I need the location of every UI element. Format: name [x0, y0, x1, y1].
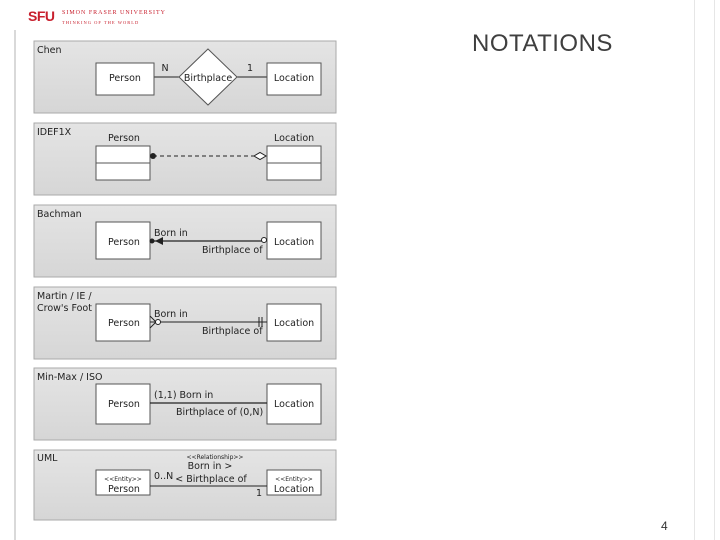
bachman-arrow	[155, 237, 163, 245]
uml-left-multiplicity: 0..N	[154, 471, 173, 482]
idef1x-person-label: Person	[108, 133, 140, 144]
panel-min-max-label: Min-Max / ISO	[37, 372, 102, 383]
page-number: 4	[661, 519, 668, 533]
slide-right-rule-outer	[714, 0, 715, 540]
min-max-person-box	[95, 383, 151, 425]
chen-person-label: Person	[109, 73, 141, 84]
panel-crows-foot-label-1: Martin / IE /	[37, 291, 92, 302]
crows-foot-person-label: Person	[108, 318, 140, 329]
panel-chen: Chen Person Birthplace Location N 1	[33, 40, 337, 114]
chen-person-box	[95, 62, 155, 96]
min-max-reverse-role: Birthplace of (0,N)	[176, 407, 263, 418]
panel-uml-label: UML	[37, 453, 58, 464]
bachman-forward-role: Born in	[154, 228, 188, 239]
bachman-reverse-role: Birthplace of	[202, 245, 263, 256]
chen-left-cardinality: N	[161, 63, 168, 74]
idef1x-diamond	[253, 151, 267, 161]
chen-relationship-label: Birthplace	[184, 73, 233, 84]
crows-foot-open-circle	[155, 319, 161, 325]
panel-uml: UML <<Relationship>> Born in > < Birthpl…	[33, 449, 337, 521]
crows-foot-prong-2	[149, 321, 157, 329]
panel-crows-foot-label-2: Crow's Foot	[37, 303, 92, 314]
slide-right-rule	[694, 0, 695, 540]
panel-idef1x-label: IDEF1X	[37, 127, 72, 138]
panel-min-max: Min-Max / ISO Person Location (1,1) Born…	[33, 367, 337, 441]
uml-relationship-stereotype: <<Relationship>>	[187, 454, 244, 461]
bachman-location-label: Location	[274, 237, 314, 248]
uml-forward-role: Born in >	[188, 461, 233, 472]
bachman-filled-dot	[149, 238, 155, 244]
min-max-forward-role: (1,1) Born in	[154, 390, 213, 401]
chen-location-box	[266, 62, 322, 96]
uml-person-box	[95, 469, 151, 496]
panel-bachman: Bachman Person Location Born in Birthpla…	[33, 204, 337, 278]
idef1x-location-label: Location	[274, 133, 314, 144]
min-max-location-box	[266, 383, 322, 425]
bachman-person-label: Person	[108, 237, 140, 248]
uml-location-box	[266, 469, 322, 496]
crows-foot-location-box	[266, 303, 322, 342]
bachman-open-dot	[261, 237, 267, 243]
logo-tagline: THINKING OF THE WORLD	[62, 20, 140, 25]
uml-person-label: Person	[108, 484, 140, 495]
uml-right-multiplicity: 1	[256, 488, 262, 499]
uml-location-label: Location	[274, 484, 314, 495]
bachman-location-box	[266, 221, 322, 260]
idef1x-dot	[150, 153, 156, 159]
panel-crows-foot: Martin / IE / Crow's Foot Person Locatio…	[33, 286, 337, 360]
uml-location-stereotype: <<Entity>>	[275, 476, 313, 483]
crows-foot-forward-role: Born in	[154, 309, 188, 320]
slide-title: NOTATIONS	[472, 30, 613, 57]
uml-reverse-role: < Birthplace of	[175, 474, 247, 485]
min-max-location-label: Location	[274, 399, 314, 410]
min-max-person-label: Person	[108, 399, 140, 410]
crows-foot-location-label: Location	[274, 318, 314, 329]
logo-mark: SFU	[28, 8, 55, 24]
chen-right-cardinality: 1	[247, 63, 253, 74]
chen-relationship-diamond	[178, 48, 238, 106]
crows-foot-prong-1	[149, 315, 157, 323]
slide-left-rule	[14, 30, 16, 540]
panel-bachman-label: Bachman	[37, 209, 82, 220]
crows-foot-reverse-role: Birthplace of	[202, 326, 263, 337]
crows-foot-person-box	[95, 303, 151, 342]
uml-person-stereotype: <<Entity>>	[104, 476, 142, 483]
panel-chen-label: Chen	[37, 45, 62, 56]
logo-name: SIMON FRASER UNIVERSITY	[62, 10, 167, 16]
panel-idef1x: IDEF1X Person Location	[33, 122, 337, 196]
chen-location-label: Location	[274, 73, 314, 84]
